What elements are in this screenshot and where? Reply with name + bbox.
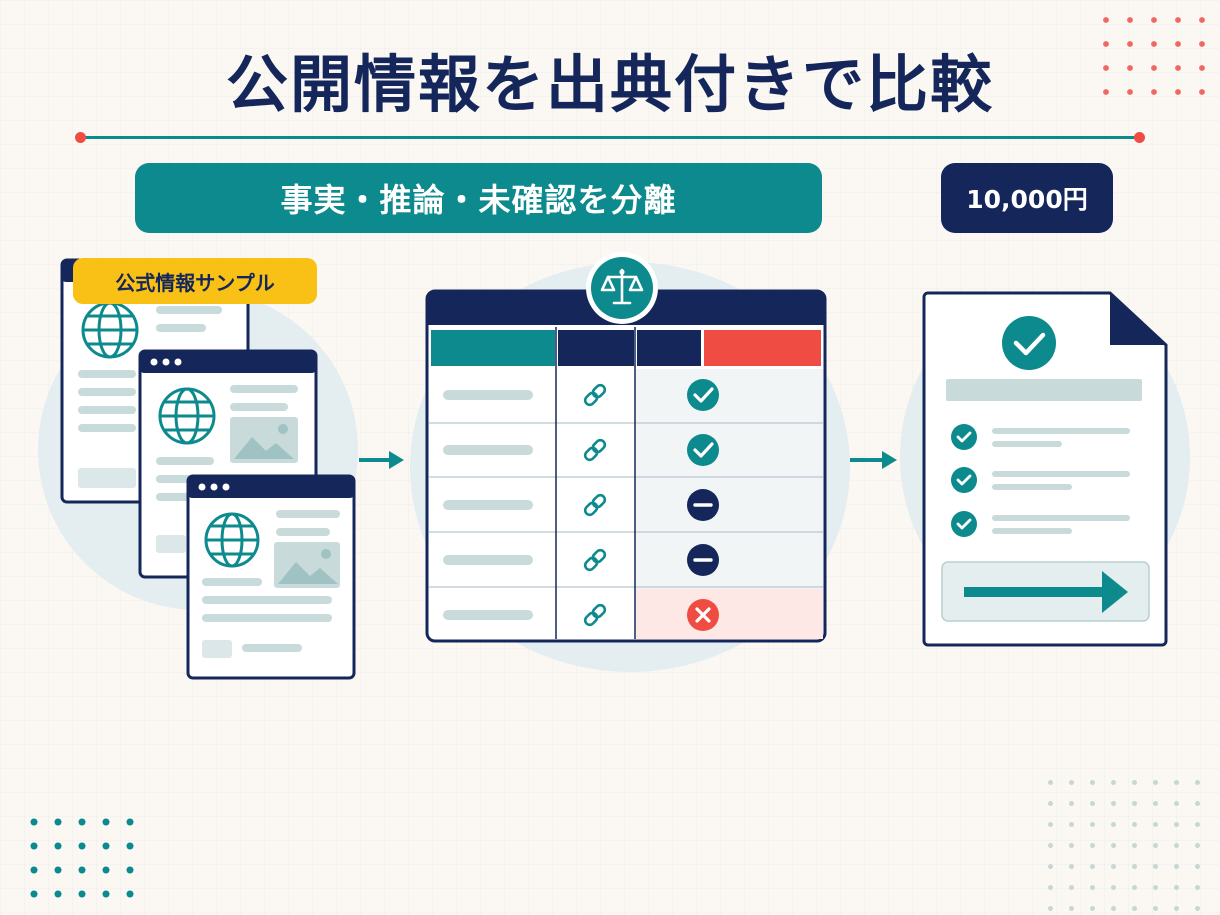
price-tag: 10,000円 [941,163,1113,233]
minus-circle-icon [687,489,719,521]
check-circle-icon [1002,316,1056,370]
official-info-badge: 公式情報サンプル [73,258,317,304]
check-circle-icon [687,379,719,411]
check-circle-icon [951,511,977,537]
globe-icon [158,387,216,445]
link-icon [583,383,607,407]
arrow-right-icon [359,451,404,469]
comparison-table [425,289,827,643]
arrow-right-icon [850,451,897,469]
x-circle-icon [687,599,719,631]
underline-dot-right [1134,132,1145,143]
link-icon [583,548,607,572]
column-header-claim [431,330,555,366]
column-header-status [637,330,701,366]
image-placeholder-icon [230,417,298,463]
rejected-row-highlight [636,589,823,639]
column-header-source [558,330,634,366]
link-icon [583,603,607,627]
separation-banner: 事実・推論・未確認を分離 [135,163,822,233]
decor-dots-bottom-left [22,810,146,910]
minus-circle-icon [687,544,719,576]
check-circle-icon [951,424,977,450]
link-icon [583,493,607,517]
title-underline [80,136,1140,139]
image-placeholder-icon [274,542,340,588]
globe-icon [204,512,260,568]
decor-dots-bottom-right [1040,772,1216,912]
link-icon [583,438,607,462]
decor-dots-top-right [1094,8,1214,104]
page-title: 公開情報を出典付きで比較 [225,48,994,121]
source-window-front [186,474,356,680]
check-circle-icon [687,434,719,466]
scale-balance-icon [586,252,658,324]
column-header-flag [704,330,821,366]
underline-dot-left [75,132,86,143]
verified-report-document [922,291,1168,647]
check-circle-icon [951,467,977,493]
arrow-right-icon [964,571,1128,613]
